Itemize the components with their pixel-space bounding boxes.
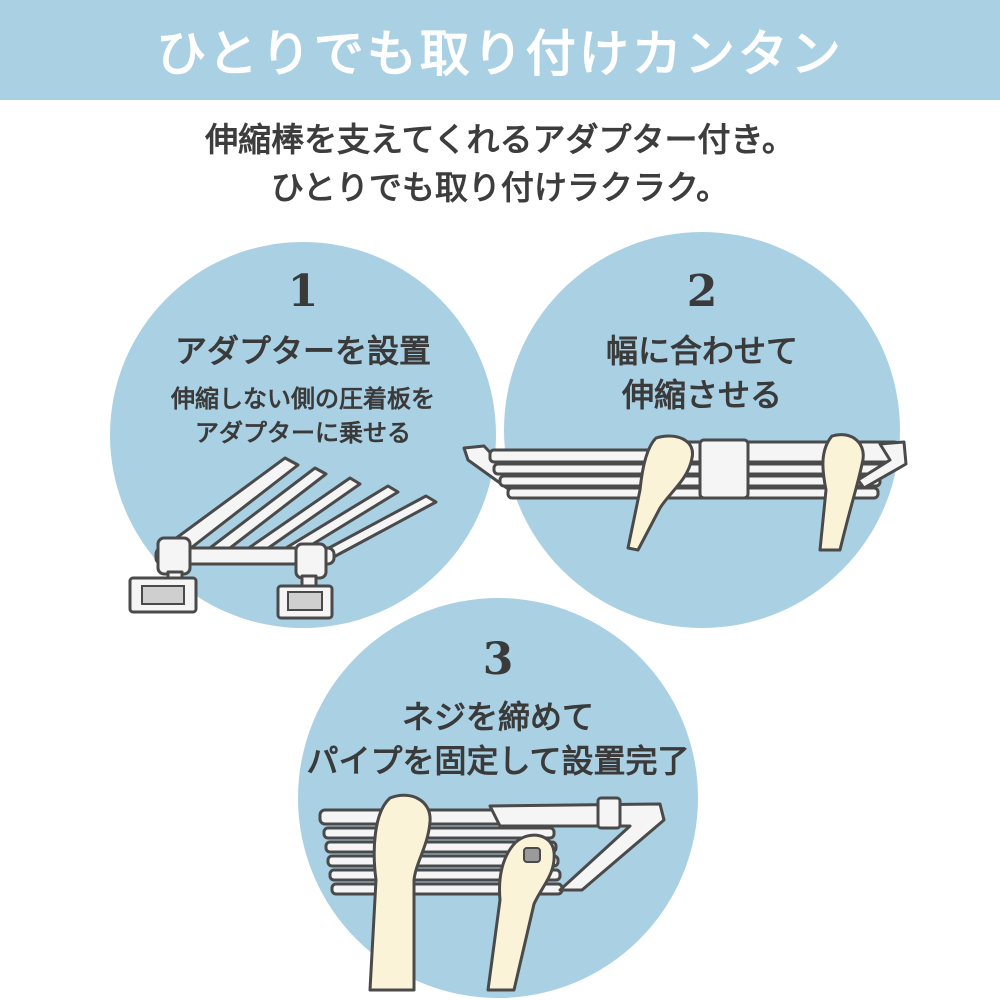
banner-title: ひとりでも取り付けカンタン (156, 25, 844, 83)
subtitle-line-2: ひとりでも取り付けラクラク。 (270, 168, 730, 207)
step-1-desc-line-1: 伸縮しない側の圧着板を (171, 385, 435, 413)
extend-pole-illustration (462, 433, 908, 552)
title-banner: ひとりでも取り付けカンタン (0, 0, 1000, 100)
step-2-circle: 2 幅に合わせて 伸縮させる (504, 232, 900, 628)
subtitle: 伸縮棒を支えてくれるアダプター付き。 ひとりでも取り付けラクラク。 (0, 116, 1000, 212)
step-1-number: 1 (287, 266, 319, 317)
step-1-heading: アダプターを設置 (174, 332, 431, 370)
step-2-heading-line-1: 幅に合わせて (605, 332, 798, 370)
step-3-heading-line-2: パイプを固定して設置完了 (306, 742, 690, 780)
step-2-number: 2 (686, 266, 718, 317)
step-1-desc-line-2: アダプターに乗せる (195, 419, 411, 447)
adapter-rack-illustration (128, 456, 438, 620)
subtitle-line-1: 伸縮棒を支えてくれるアダプター付き。 (205, 120, 795, 159)
tighten-screw-illustration (318, 793, 666, 992)
step-3-number: 3 (482, 634, 514, 685)
step-2-heading-line-2: 伸縮させる (621, 376, 782, 414)
step-3-heading-line-1: ネジを締めて (401, 698, 594, 736)
